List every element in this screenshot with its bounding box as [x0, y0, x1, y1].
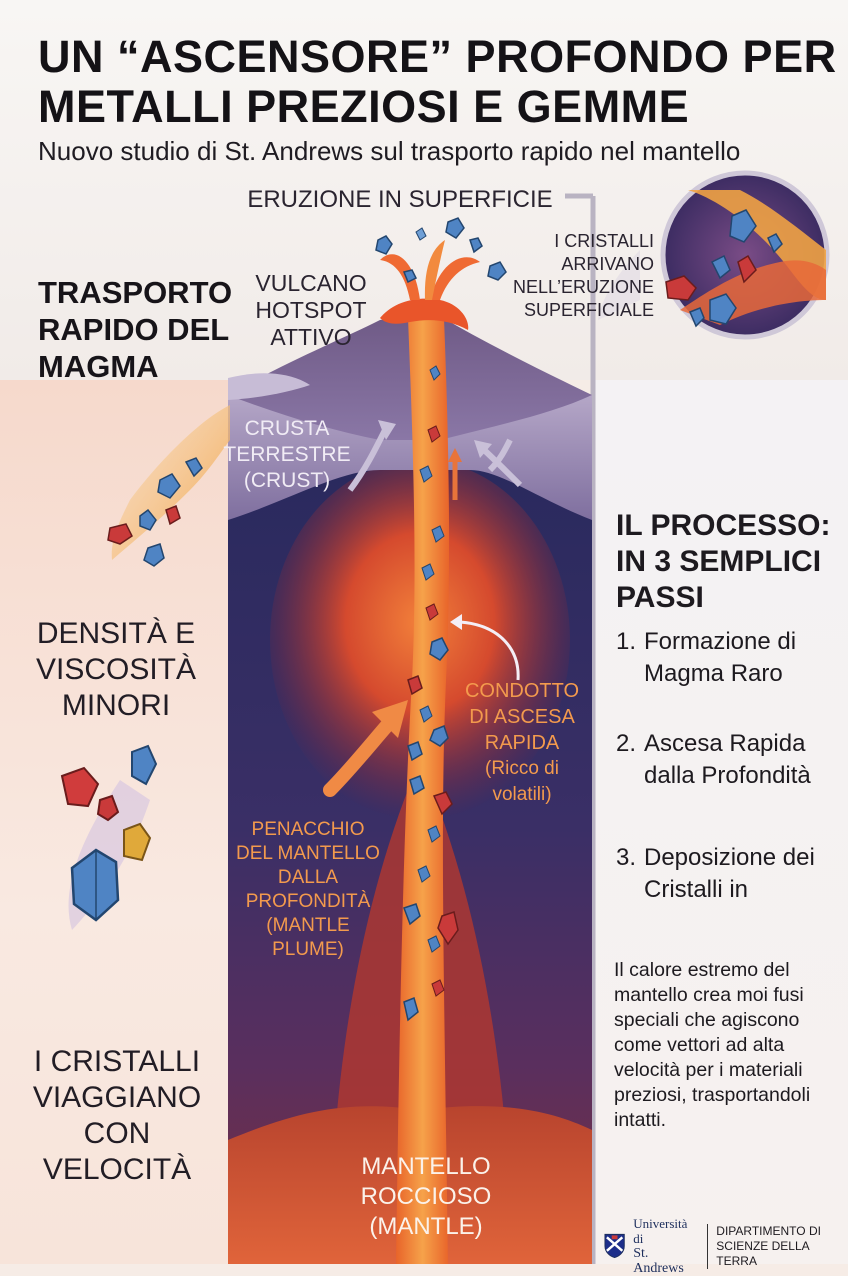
crust-label: CRUSTA TERRESTRE (CRUST) — [223, 417, 351, 492]
university-logo: Università di St. Andrews DIPARTIMENTO D… — [604, 1216, 848, 1276]
plume-label: PENACCHIO DEL MANTELLO DALLA PROFONDITÀ … — [236, 819, 380, 960]
page-title: UN “ASCENSORE” PROFONDO PER METALLI PREZ… — [38, 32, 838, 132]
magma-conduit — [396, 318, 450, 1264]
large-left-gems — [60, 744, 158, 922]
conduit-note-line-2: volatili) — [492, 784, 552, 805]
title-line-1: UN “ASCENSORE” PROFONDO PER — [38, 31, 837, 82]
process-heading: IL PROCESSO: IN 3 SEMPLICI PASSI — [616, 509, 831, 614]
title-line-2: METALLI PREZIOSI E GEMME — [38, 81, 690, 132]
department-name: DIPARTIMENTO DI SCIENZE DELLA TERRA — [707, 1223, 848, 1269]
plume-arrow-icon — [372, 700, 408, 738]
volcano-mountain — [228, 316, 592, 440]
page-subtitle: Nuovo studio di St. Andrews sul trasport… — [38, 136, 741, 166]
rapid-transport-heading: TRASPORTO RAPIDO DEL MAGMA — [38, 275, 233, 384]
zoom-circle-gems — [665, 209, 783, 328]
conduit-label: CONDOTTO DI ASCESA RAPIDA (Ricco di vola… — [452, 678, 592, 808]
university-name: Università di St. Andrews — [633, 1216, 688, 1276]
mantle-label: MANTELLO ROCCIOSO (MANTLE) — [360, 1153, 492, 1240]
process-note: Il calore estremo del mantello crea moi … — [614, 959, 811, 1131]
right-panel-background — [592, 380, 848, 1264]
conduit-note-line-1: (Ricco di — [485, 758, 559, 779]
crystals-travel-label: I CRISTALLI VIAGGIANO CON VELOCITÀ — [32, 1045, 202, 1186]
left-stream-gems — [107, 457, 203, 567]
eruption-label: ERUZIONE IN SUPERFICIE — [247, 186, 553, 213]
conduit-gems — [403, 365, 459, 1022]
volcano-label: VULCANO HOTSPOT ATTIVO — [255, 270, 367, 350]
gem-icon — [375, 217, 507, 284]
crystals-arrive-label: I CRISTALLI ARRIVANO NELL’ERUZIONE SUPER… — [512, 231, 654, 320]
density-label: DENSITÀ E VISCOSITÀ MINORI — [35, 617, 197, 722]
university-crest-icon — [604, 1233, 625, 1259]
